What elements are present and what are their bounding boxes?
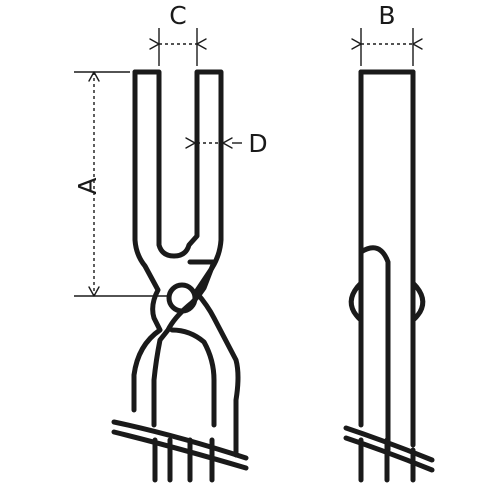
front-handle-stubs — [152, 437, 215, 483]
front-left-handle-outer — [169, 327, 217, 428]
dimension-c: C — [149, 1, 207, 66]
side-view — [343, 69, 435, 483]
dimension-d-label: D — [248, 129, 267, 158]
front-right-handle — [151, 259, 217, 428]
dimension-a: A — [73, 71, 168, 297]
front-break-line — [111, 419, 249, 471]
dimension-b-label: B — [378, 1, 395, 30]
dimension-d: D — [185, 129, 268, 158]
side-pivot-lobe-right — [410, 280, 426, 323]
front-left-jaw — [132, 69, 241, 458]
dimension-b: B — [351, 1, 423, 66]
side-inner-curve — [358, 245, 391, 453]
front-pivot-rivet — [166, 282, 198, 314]
front-view — [111, 69, 249, 483]
dimension-a-label: A — [73, 177, 102, 194]
front-left-jaw-inner — [131, 69, 163, 413]
dimension-c-label: C — [169, 1, 186, 30]
side-break-line — [343, 425, 435, 473]
side-pivot-lobe-left — [348, 280, 364, 323]
